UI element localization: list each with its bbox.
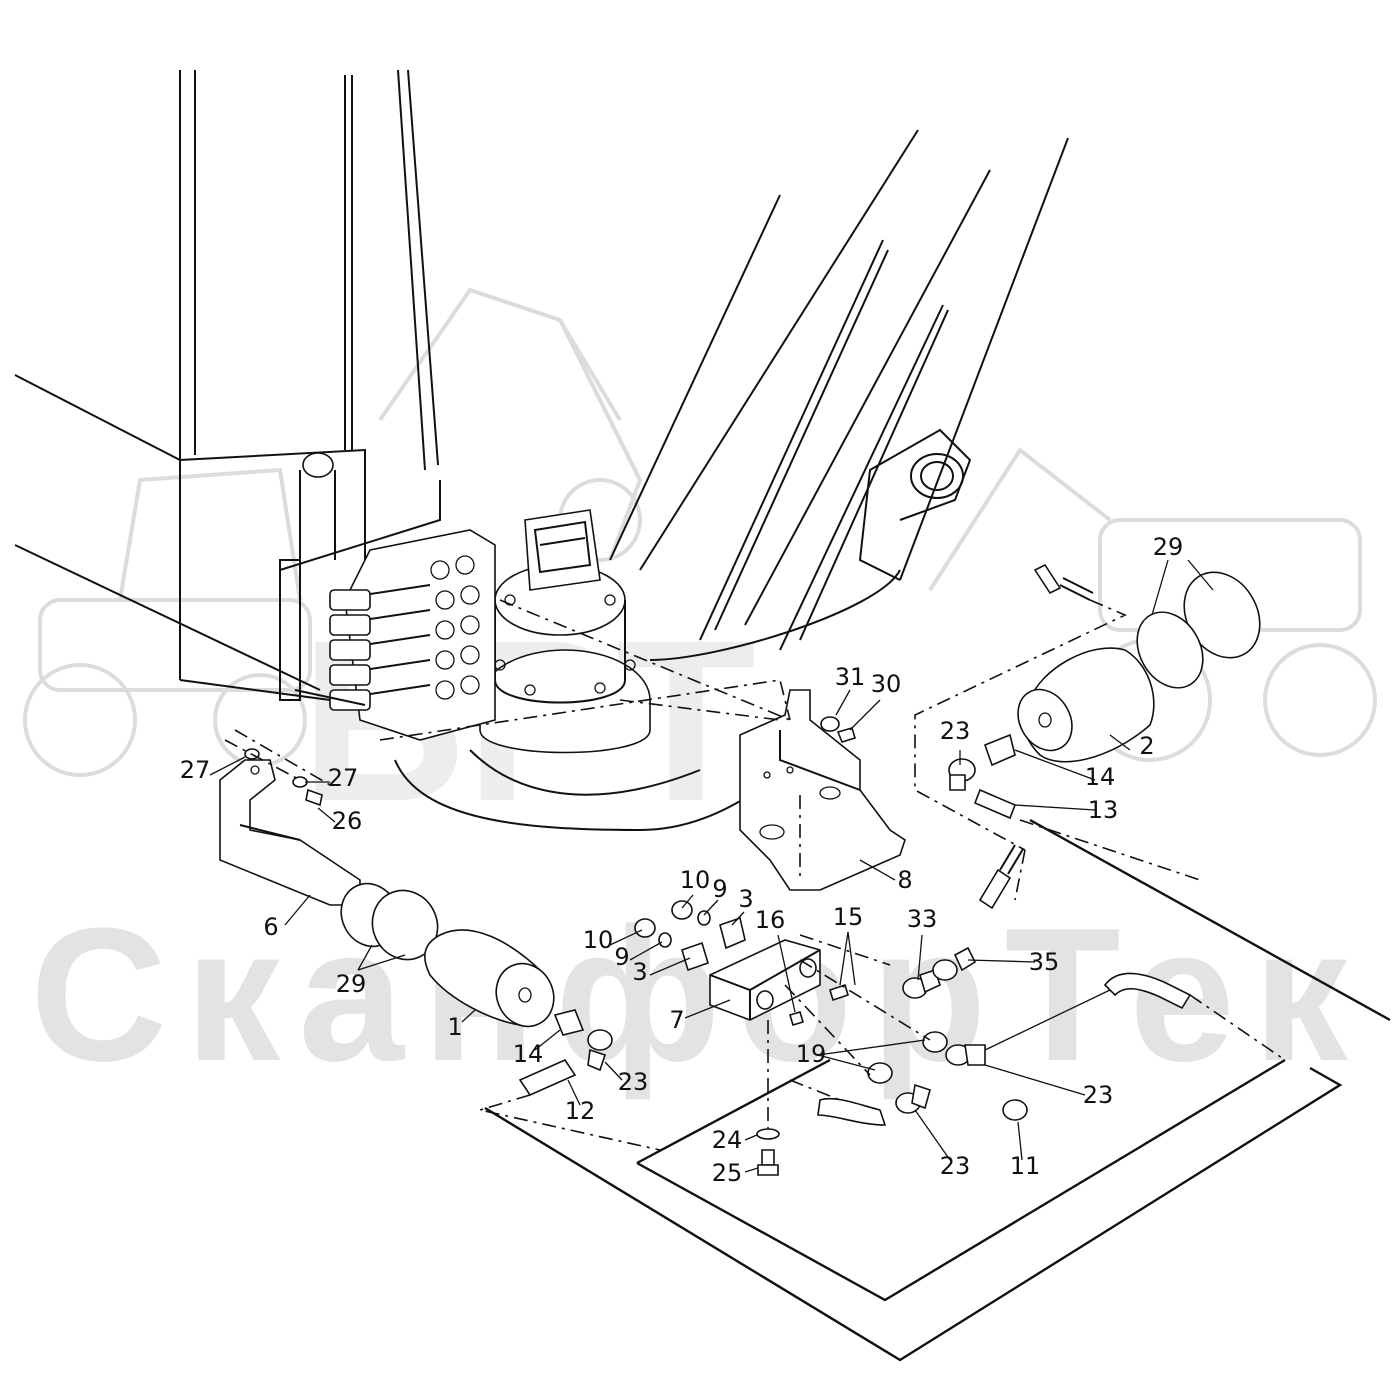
- callout-1: 1: [447, 1013, 462, 1041]
- callout-23: 23: [940, 1152, 971, 1180]
- callout-25: 25: [712, 1159, 743, 1187]
- callout-27: 27: [328, 764, 359, 792]
- bracket-8: [739, 689, 906, 891]
- callout-8: 8: [897, 866, 912, 894]
- callout-23: 23: [1083, 1081, 1114, 1109]
- callout-27: 27: [180, 756, 211, 784]
- callout-31: 31: [835, 663, 866, 691]
- callout-19: 19: [796, 1040, 827, 1068]
- callout-14: 14: [1085, 763, 1116, 791]
- callout-24: 24: [712, 1126, 743, 1154]
- washer-24-bolt-25: [756, 1128, 780, 1176]
- callout-3: 3: [632, 958, 647, 986]
- fittings-33-35: [902, 946, 977, 999]
- callout-7: 7: [669, 1006, 684, 1034]
- fittings-19-23-11: [867, 1031, 1028, 1121]
- filter-2-assembly: [1017, 571, 1261, 763]
- watermark-machine-left: [23, 467, 312, 777]
- fittings-14-23-12: [518, 1009, 613, 1097]
- leader-lines: [209, 559, 1214, 1173]
- callout-15: 15: [833, 903, 864, 931]
- callout-2: 2: [1139, 732, 1154, 760]
- plugs-15-16: [789, 983, 849, 1026]
- watermark-machine-center: [378, 287, 643, 562]
- callout-33: 33: [907, 905, 938, 933]
- callout-29: 29: [336, 970, 367, 998]
- watermark: БРТ СканфорТек: [23, 287, 1377, 1101]
- callout-26: 26: [332, 807, 363, 835]
- callout-3: 3: [738, 885, 753, 913]
- callout-11: 11: [1010, 1152, 1041, 1180]
- callout-9: 9: [712, 875, 727, 903]
- callout-35: 35: [1029, 948, 1060, 976]
- swing-motor: [479, 509, 651, 754]
- machine-frame: [14, 69, 1069, 832]
- connection-lines: [224, 599, 1286, 1151]
- callout-14: 14: [513, 1040, 544, 1068]
- watermark-word: СканфорТек: [30, 889, 1366, 1101]
- callout-10: 10: [583, 926, 614, 954]
- callout-30: 30: [871, 670, 902, 698]
- callout-6: 6: [263, 913, 278, 941]
- hoses: [817, 563, 1192, 1126]
- bracket-6: [219, 748, 361, 906]
- callout-10: 10: [680, 866, 711, 894]
- fittings-23-14-13: [948, 733, 1017, 820]
- filter-1-assembly: [340, 882, 555, 1028]
- control-valve-block: [279, 452, 496, 741]
- callout-12: 12: [565, 1097, 596, 1125]
- bolt-30-washer-31: [820, 716, 856, 743]
- callout-23: 23: [940, 717, 971, 745]
- callout-29: 29: [1153, 533, 1184, 561]
- callout-13: 13: [1088, 796, 1119, 824]
- callout-16: 16: [755, 906, 786, 934]
- callout-23: 23: [618, 1068, 649, 1096]
- callout-9: 9: [614, 943, 629, 971]
- distribution-block-7: [709, 939, 821, 1130]
- fittings-10-9-3: [634, 900, 746, 972]
- reference-frames: [484, 818, 1391, 1362]
